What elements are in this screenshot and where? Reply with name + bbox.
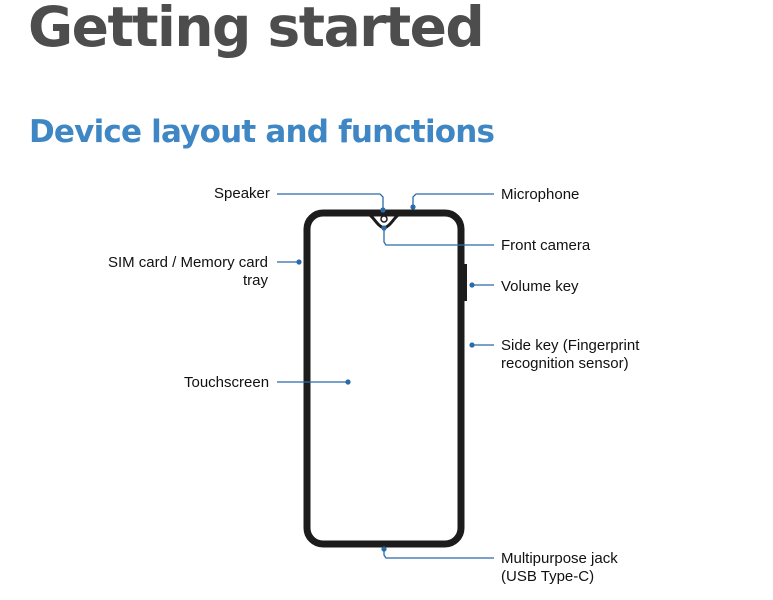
- touchscreen-dot: [345, 379, 351, 385]
- touchscreen-label: Touchscreen: [184, 374, 270, 391]
- jack-label-line1: Multipurpose jack: [501, 550, 618, 567]
- front-camera-callout: [383, 229, 494, 246]
- jack-label-line2: (USB Type-C): [501, 568, 595, 585]
- multipurpose-jack-label: Multipurpose jack (USB Type-C): [501, 550, 618, 586]
- volume-key-button: [463, 264, 467, 301]
- speaker-dot: [380, 207, 386, 213]
- front-camera-lens: [380, 215, 388, 223]
- callout-lines: [277, 193, 494, 559]
- side-key-label: Side key (Fingerprint recognition sensor…: [501, 337, 639, 373]
- microphone-dot: [410, 204, 416, 210]
- sim-tray-dot: [296, 259, 302, 265]
- sim-tray-label-line2: tray: [242, 272, 268, 289]
- microphone-callout: [412, 193, 494, 206]
- microphone-label: Microphone: [501, 186, 580, 203]
- speaker-label: Speaker: [214, 185, 270, 202]
- phone-outline: [303, 209, 465, 548]
- jack-callout: [383, 549, 494, 559]
- front-camera-label: Front camera: [501, 237, 591, 254]
- sim-tray-label: SIM card / Memory card tray: [108, 254, 268, 290]
- side-key-label-line2: recognition sensor): [501, 355, 629, 372]
- side-key-dot: [469, 342, 475, 348]
- speaker-callout: [277, 193, 384, 209]
- side-key-label-line1: Side key (Fingerprint: [501, 337, 640, 354]
- jack-dot: [381, 546, 387, 552]
- section-heading: Device layout and functions: [29, 114, 495, 150]
- volume-key-dot: [469, 282, 475, 288]
- page-title: Getting started: [28, 0, 485, 59]
- volume-key-label: Volume key: [501, 278, 579, 295]
- front-camera-dot: [381, 225, 387, 231]
- sim-tray-label-line1: SIM card / Memory card: [107, 254, 268, 271]
